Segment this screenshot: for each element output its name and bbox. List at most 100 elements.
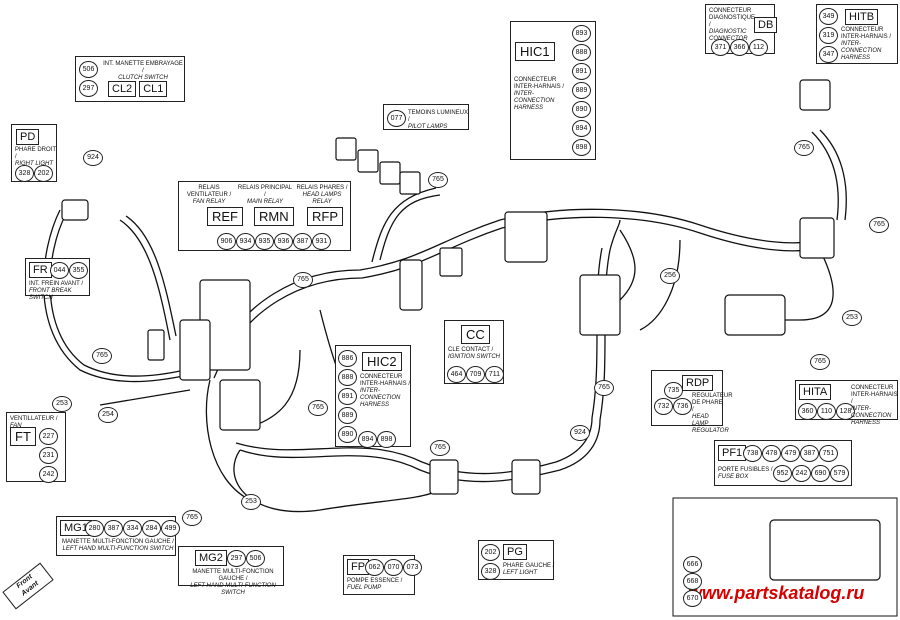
hitb-label: 349 319 347 HITB CONNECTEUR INTER-HARNAI… — [816, 4, 898, 64]
fan-relay-en: FAN RELAY — [192, 199, 226, 205]
hic2-pin-1: 886 — [338, 350, 357, 367]
mg2-desc-en: LEFT HAND MULTI-FUNCTION SWITCH — [190, 583, 276, 596]
pf1-pin-8: 690 — [811, 465, 830, 482]
hitb-pin-1: 349 — [819, 8, 838, 25]
mg2-code: MG2 — [195, 550, 227, 566]
hitb-code: HITB — [845, 9, 879, 25]
pf1-pin-2: 478 — [762, 445, 781, 462]
callout-765-j: 765 — [430, 440, 450, 456]
hic2-pin-2: 888 — [338, 369, 357, 386]
hic2-desc-3: INTER- — [360, 388, 380, 394]
pf1-pin-5: 751 — [819, 445, 838, 462]
pf1-pin-4: 387 — [800, 445, 819, 462]
fp-desc-fr: POMPE ESSENCE / — [347, 578, 403, 584]
fp-code: FP — [347, 559, 370, 575]
callout-765-a: 765 — [428, 172, 448, 188]
pf1-pin-6: 952 — [773, 465, 792, 482]
left-light-label: 202 328 PG PHARE GAUCHE / LEFT LIGHT — [478, 540, 554, 580]
hic2-pin-7: 898 — [377, 431, 396, 448]
fan-relay-fr: RELAIS VENTILATEUR / — [186, 185, 232, 198]
hic2-pin-3: 891 — [338, 388, 357, 405]
hita-desc-4: HARNESS — [851, 420, 881, 426]
relay-code-ref: REF — [207, 207, 243, 226]
callout-253-c: 253 — [842, 310, 862, 326]
hita-pin-3: 128 — [836, 403, 855, 420]
pg-pin-1: 202 — [481, 544, 500, 561]
hitb-desc-2: INTER-HARNAIS / — [841, 34, 892, 40]
hitb-desc-4: HARNESS — [841, 55, 871, 61]
headlamp-regulator-label: RDP 735 732 736 REGULATEUR DE PHARE / HE… — [651, 370, 733, 434]
fp-desc-en: FUEL PUMP — [347, 585, 382, 591]
hic2-code: HIC2 — [362, 352, 402, 371]
db-code: DB — [754, 17, 778, 33]
fp-pin-3: 073 — [403, 559, 422, 576]
pg-desc-fr: PHARE GAUCHE / — [503, 563, 555, 569]
mg2-pin-1: 297 — [227, 550, 246, 567]
pf1-pin-3: 479 — [781, 445, 800, 462]
callout-765-e: 765 — [182, 510, 202, 526]
ft-pin-3: 242 — [39, 466, 58, 483]
hita-desc-3: INTER-CONNECTION — [851, 406, 892, 419]
ignition-switch-label: CC CLE CONTACT / IGNITION SWITCH 464 709… — [444, 320, 504, 384]
callout-254: 254 — [98, 407, 118, 423]
fuse-box-label: PF1 738 478 479 387 751 PORTE FUSIBLES /… — [714, 440, 852, 486]
inset-pin-2: 668 — [683, 573, 702, 590]
mg1-desc-fr: MANETTE MULTI-FONCTION GAUCHE / — [62, 539, 174, 545]
relay-code-rmn: RMN — [254, 207, 294, 226]
cc-desc-en: IGNITION SWITCH — [448, 354, 500, 360]
callout-765-d: 765 — [308, 400, 328, 416]
hic2-desc-1: CONNECTEUR — [360, 374, 403, 380]
inset-pin-3: 670 — [683, 590, 702, 607]
hita-pin-2: 110 — [817, 403, 836, 420]
hita-label: HITA 360 110 128 CONNECTEUR INTER-HARNAI… — [795, 380, 898, 426]
pf1-desc-fr: PORTE FUSIBLES / — [718, 467, 773, 473]
relay-pin-2: 934 — [236, 233, 255, 250]
clutch-code-cl1: CL1 — [139, 81, 168, 97]
relay-pin-1: 906 — [217, 233, 236, 250]
db-pin-1: 371 — [711, 39, 730, 56]
pilot-pin: 077 — [387, 110, 406, 127]
pf1-pin-7: 242 — [792, 465, 811, 482]
callout-924-b: 924 — [570, 425, 590, 441]
mg1-pin-1: 280 — [85, 520, 104, 537]
hic2-desc-4: CONNECTION — [360, 395, 401, 401]
rdp-code: RDP — [682, 375, 714, 391]
pd-desc-fr: PHARE DROIT / — [15, 147, 56, 160]
db-desc-4: CONNECTOR — [709, 36, 748, 42]
hitb-desc-1: CONNECTEUR — [841, 27, 884, 33]
pf1-code: PF1 — [718, 445, 747, 461]
mg1-label: MG1 280 387 334 284 499 MANETTE MULTI-FO… — [56, 516, 180, 556]
mg2-desc-fr: MANETTE MULTI-FONCTION GAUCHE / — [192, 569, 274, 582]
callout-765-i: 765 — [810, 354, 830, 370]
hic2-desc-5: HARNESS — [360, 402, 390, 408]
fuel-pump-label: FP 062 070 073 POMPE ESSENCE / FUEL PUMP — [343, 555, 422, 595]
inset-pin-1: 666 — [683, 556, 702, 573]
fr-pin-2: 355 — [69, 262, 88, 279]
fan-label: VENTILLATEUR / FAN FT 227 231 242 — [6, 412, 66, 483]
hic2-label: 886 888 891 889 890 894 898 HIC2 CONNECT… — [335, 345, 411, 448]
fr-desc-en: FRONT BREAK SWITCH — [29, 288, 72, 301]
relay-pin-4: 936 — [274, 233, 293, 250]
hic1-pin-7: 898 — [572, 139, 591, 156]
hic1-pin-4: 889 — [572, 82, 591, 99]
hitb-pin-2: 319 — [819, 27, 838, 44]
callout-924-a: 924 — [83, 150, 103, 166]
hic2-desc-2: INTER-HARNAIS / — [360, 381, 411, 387]
hita-desc-1: CONNECTEUR — [851, 385, 894, 391]
hic1-pin-1: 893 — [572, 25, 591, 42]
pd-pin-1: 328 — [15, 165, 34, 182]
pilot-desc-fr: TEMOINS LUMINEUX / — [408, 110, 469, 123]
cc-pin-1: 464 — [447, 366, 466, 383]
clutch-pin-2: 297 — [79, 80, 98, 97]
ft-pin-1: 227 — [39, 428, 58, 445]
hitb-pin-3: 347 — [819, 46, 838, 63]
hitb-desc-3: INTER-CONNECTION — [841, 41, 882, 54]
fp-pin-2: 070 — [384, 559, 403, 576]
relay-pin-5: 387 — [293, 233, 312, 250]
pf1-pin-1: 738 — [743, 445, 762, 462]
clutch-desc-en: CLUTCH SWITCH — [118, 75, 168, 81]
ft-desc-fr: VENTILLATEUR / — [10, 416, 58, 422]
rdp-pin-2: 732 — [654, 398, 673, 415]
pg-pin-2: 328 — [481, 563, 500, 580]
